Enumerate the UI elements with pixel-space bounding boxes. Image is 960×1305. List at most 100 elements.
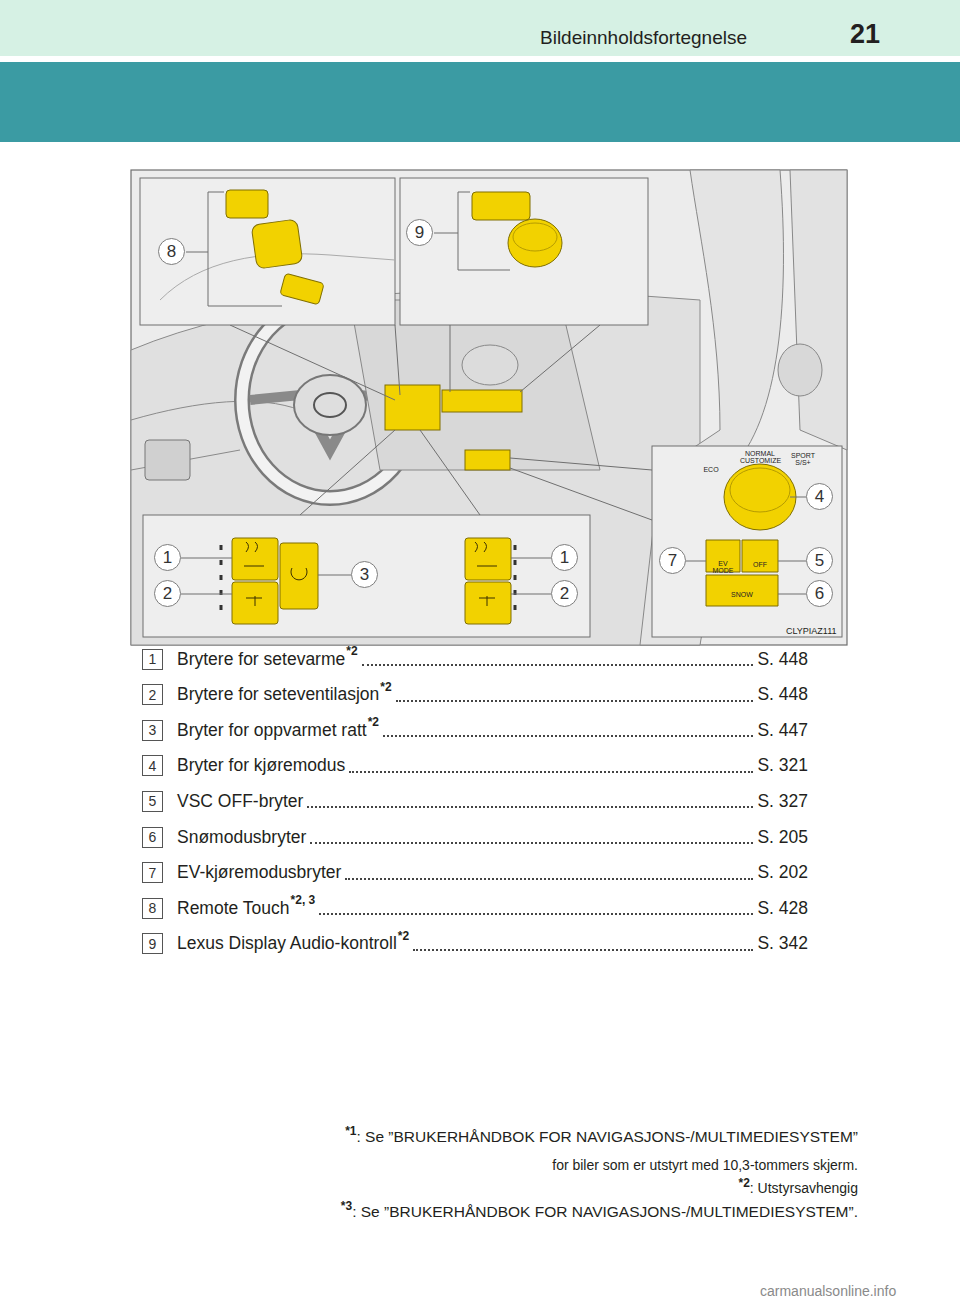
page-reference: S. 327 — [757, 791, 808, 812]
dot-leader — [345, 878, 753, 880]
callout-number: 2 — [154, 580, 181, 607]
dot-leader — [383, 735, 753, 737]
callout-number: 9 — [406, 219, 433, 246]
index-row: 7EV-kjøremodusbryterS. 202 — [142, 860, 808, 886]
cup-holder — [462, 345, 518, 385]
footnote-mark: *2 — [398, 929, 409, 943]
footnote-mark: *1 — [345, 1124, 356, 1138]
index-row: 2Brytere for seteventilasjon*2S. 448 — [142, 682, 808, 708]
leader-line — [181, 558, 551, 594]
item-name: Lexus Display Audio-kontroll — [177, 933, 397, 954]
callout-number: 8 — [158, 238, 185, 265]
page-reference: S. 448 — [757, 684, 808, 705]
door-panel — [790, 170, 847, 450]
footnote-text: : Utstyrsavhengig — [750, 1180, 858, 1196]
illustration-frame — [131, 170, 847, 645]
dot-leader — [349, 771, 753, 773]
seat-heater-switch — [465, 538, 511, 580]
audio-knob — [508, 219, 562, 267]
seat-heater-switch — [232, 538, 278, 580]
footnote-line: *1: Se ”BRUKERHÅNDBOK FOR NAVIGASJONS-/M… — [345, 1128, 858, 1146]
index-row: 8Remote Touch*2, 3S. 428 — [142, 895, 808, 921]
item-name: VSC OFF-bryter — [177, 791, 303, 812]
page-reference: S. 447 — [757, 720, 808, 741]
switch-label: SNOW — [727, 591, 757, 598]
dot-leader — [319, 913, 753, 915]
header-bar — [0, 0, 960, 56]
vsc-off-switch — [742, 540, 778, 572]
footnote-mark: *2 — [738, 1176, 749, 1190]
remote-touch-buttons — [226, 190, 268, 218]
inset-leader — [230, 325, 400, 400]
index-row: 9 Lexus Display Audio-kontroll*2 S. 342 — [142, 931, 808, 957]
callout-number: 3 — [351, 561, 378, 588]
air-vent — [145, 440, 190, 480]
indicator-dots — [221, 545, 515, 610]
switch-icon — [244, 542, 497, 606]
index-row: 1Brytere for setevarme*2S. 448 — [142, 646, 808, 672]
dot-leader — [307, 806, 753, 808]
dial-top — [730, 468, 790, 512]
footnote-text: for biler som er utstyrt med 10,3-tommer… — [552, 1157, 858, 1173]
inset-drive-switches — [652, 446, 842, 637]
callout-number: 1 — [551, 544, 578, 571]
callout-number: 4 — [806, 483, 833, 510]
footnote-text: : Se ”BRUKERHÅNDBOK FOR NAVIGASJONS-/MUL… — [356, 1128, 858, 1146]
dot-leader — [362, 664, 754, 666]
callout-number: 6 — [806, 580, 833, 607]
footnote-mark: *3 — [341, 1199, 352, 1213]
bracket — [458, 192, 510, 270]
header-band — [0, 62, 960, 142]
highlight-audio-control — [442, 390, 522, 412]
bracket — [208, 192, 282, 306]
callout-number: 5 — [806, 547, 833, 574]
steering-hub — [294, 375, 366, 435]
callout-number: 2 — [142, 684, 163, 705]
page-reference: S. 321 — [757, 755, 808, 776]
page-reference: S. 342 — [757, 933, 808, 954]
highlight-remote-touch — [385, 385, 440, 430]
item-name: Bryter for oppvarmet ratt — [177, 720, 367, 741]
item-name: Bryter for kjøremodus — [177, 755, 345, 776]
watermark: carmanualsonline.info — [760, 1283, 896, 1299]
callout-number: 7 — [659, 547, 686, 574]
door-speaker — [778, 344, 822, 396]
leader-line — [186, 252, 208, 253]
footnote-mark: *2 — [368, 715, 379, 729]
switch-label: ECO — [700, 466, 722, 473]
footnote-text: : Se ”BRUKERHÅNDBOK FOR NAVIGASJONS-/MUL… — [352, 1203, 858, 1221]
switch-label: NORMAL CUSTOMIZE — [740, 450, 780, 465]
item-name: Brytere for seteventilasjon — [177, 684, 379, 705]
callout-number: 8 — [142, 898, 163, 919]
steering-heater-switch — [280, 543, 318, 609]
footnote-line: *2: Utstyrsavhengig — [738, 1180, 858, 1196]
item-name: Snømodusbryter — [177, 827, 306, 848]
remote-touch-pad — [251, 219, 303, 269]
index-row: 3Bryter for oppvarmet ratt*2S. 447 — [142, 717, 808, 743]
index-row: 6SnømodusbryterS. 205 — [142, 824, 808, 850]
switch-label: SPORT S/S+ — [790, 452, 816, 467]
drive-mode-dial — [724, 464, 796, 530]
dot-leader — [413, 949, 753, 951]
inset-seat-switches — [143, 515, 590, 637]
footnote-line: *3: Se ”BRUKERHÅNDBOK FOR NAVIGASJONS-/M… — [341, 1203, 858, 1221]
audio-buttons — [472, 192, 530, 220]
dot-leader — [310, 842, 753, 844]
page-title: Bildeinnholdsfortegnelse — [540, 27, 747, 49]
callout-number: 9 — [142, 933, 163, 954]
dot-leader — [396, 700, 754, 702]
index-row: 4 Bryter for kjøremodus S. 321 — [142, 753, 808, 779]
inset-leader — [510, 458, 652, 520]
audio-knob-top — [513, 223, 557, 251]
page-reference: S. 205 — [757, 827, 808, 848]
index-row: 5VSC OFF-bryterS. 327 — [142, 788, 808, 814]
callout-number: 4 — [142, 755, 163, 776]
leader-line — [686, 561, 806, 594]
callout-number: 2 — [551, 580, 578, 607]
callout-number: 7 — [142, 862, 163, 883]
snow-switch — [706, 575, 778, 606]
leader-line — [790, 497, 806, 498]
seat-vent-switch — [465, 582, 511, 624]
lexus-logo — [314, 393, 346, 417]
inset-leader — [300, 430, 480, 515]
